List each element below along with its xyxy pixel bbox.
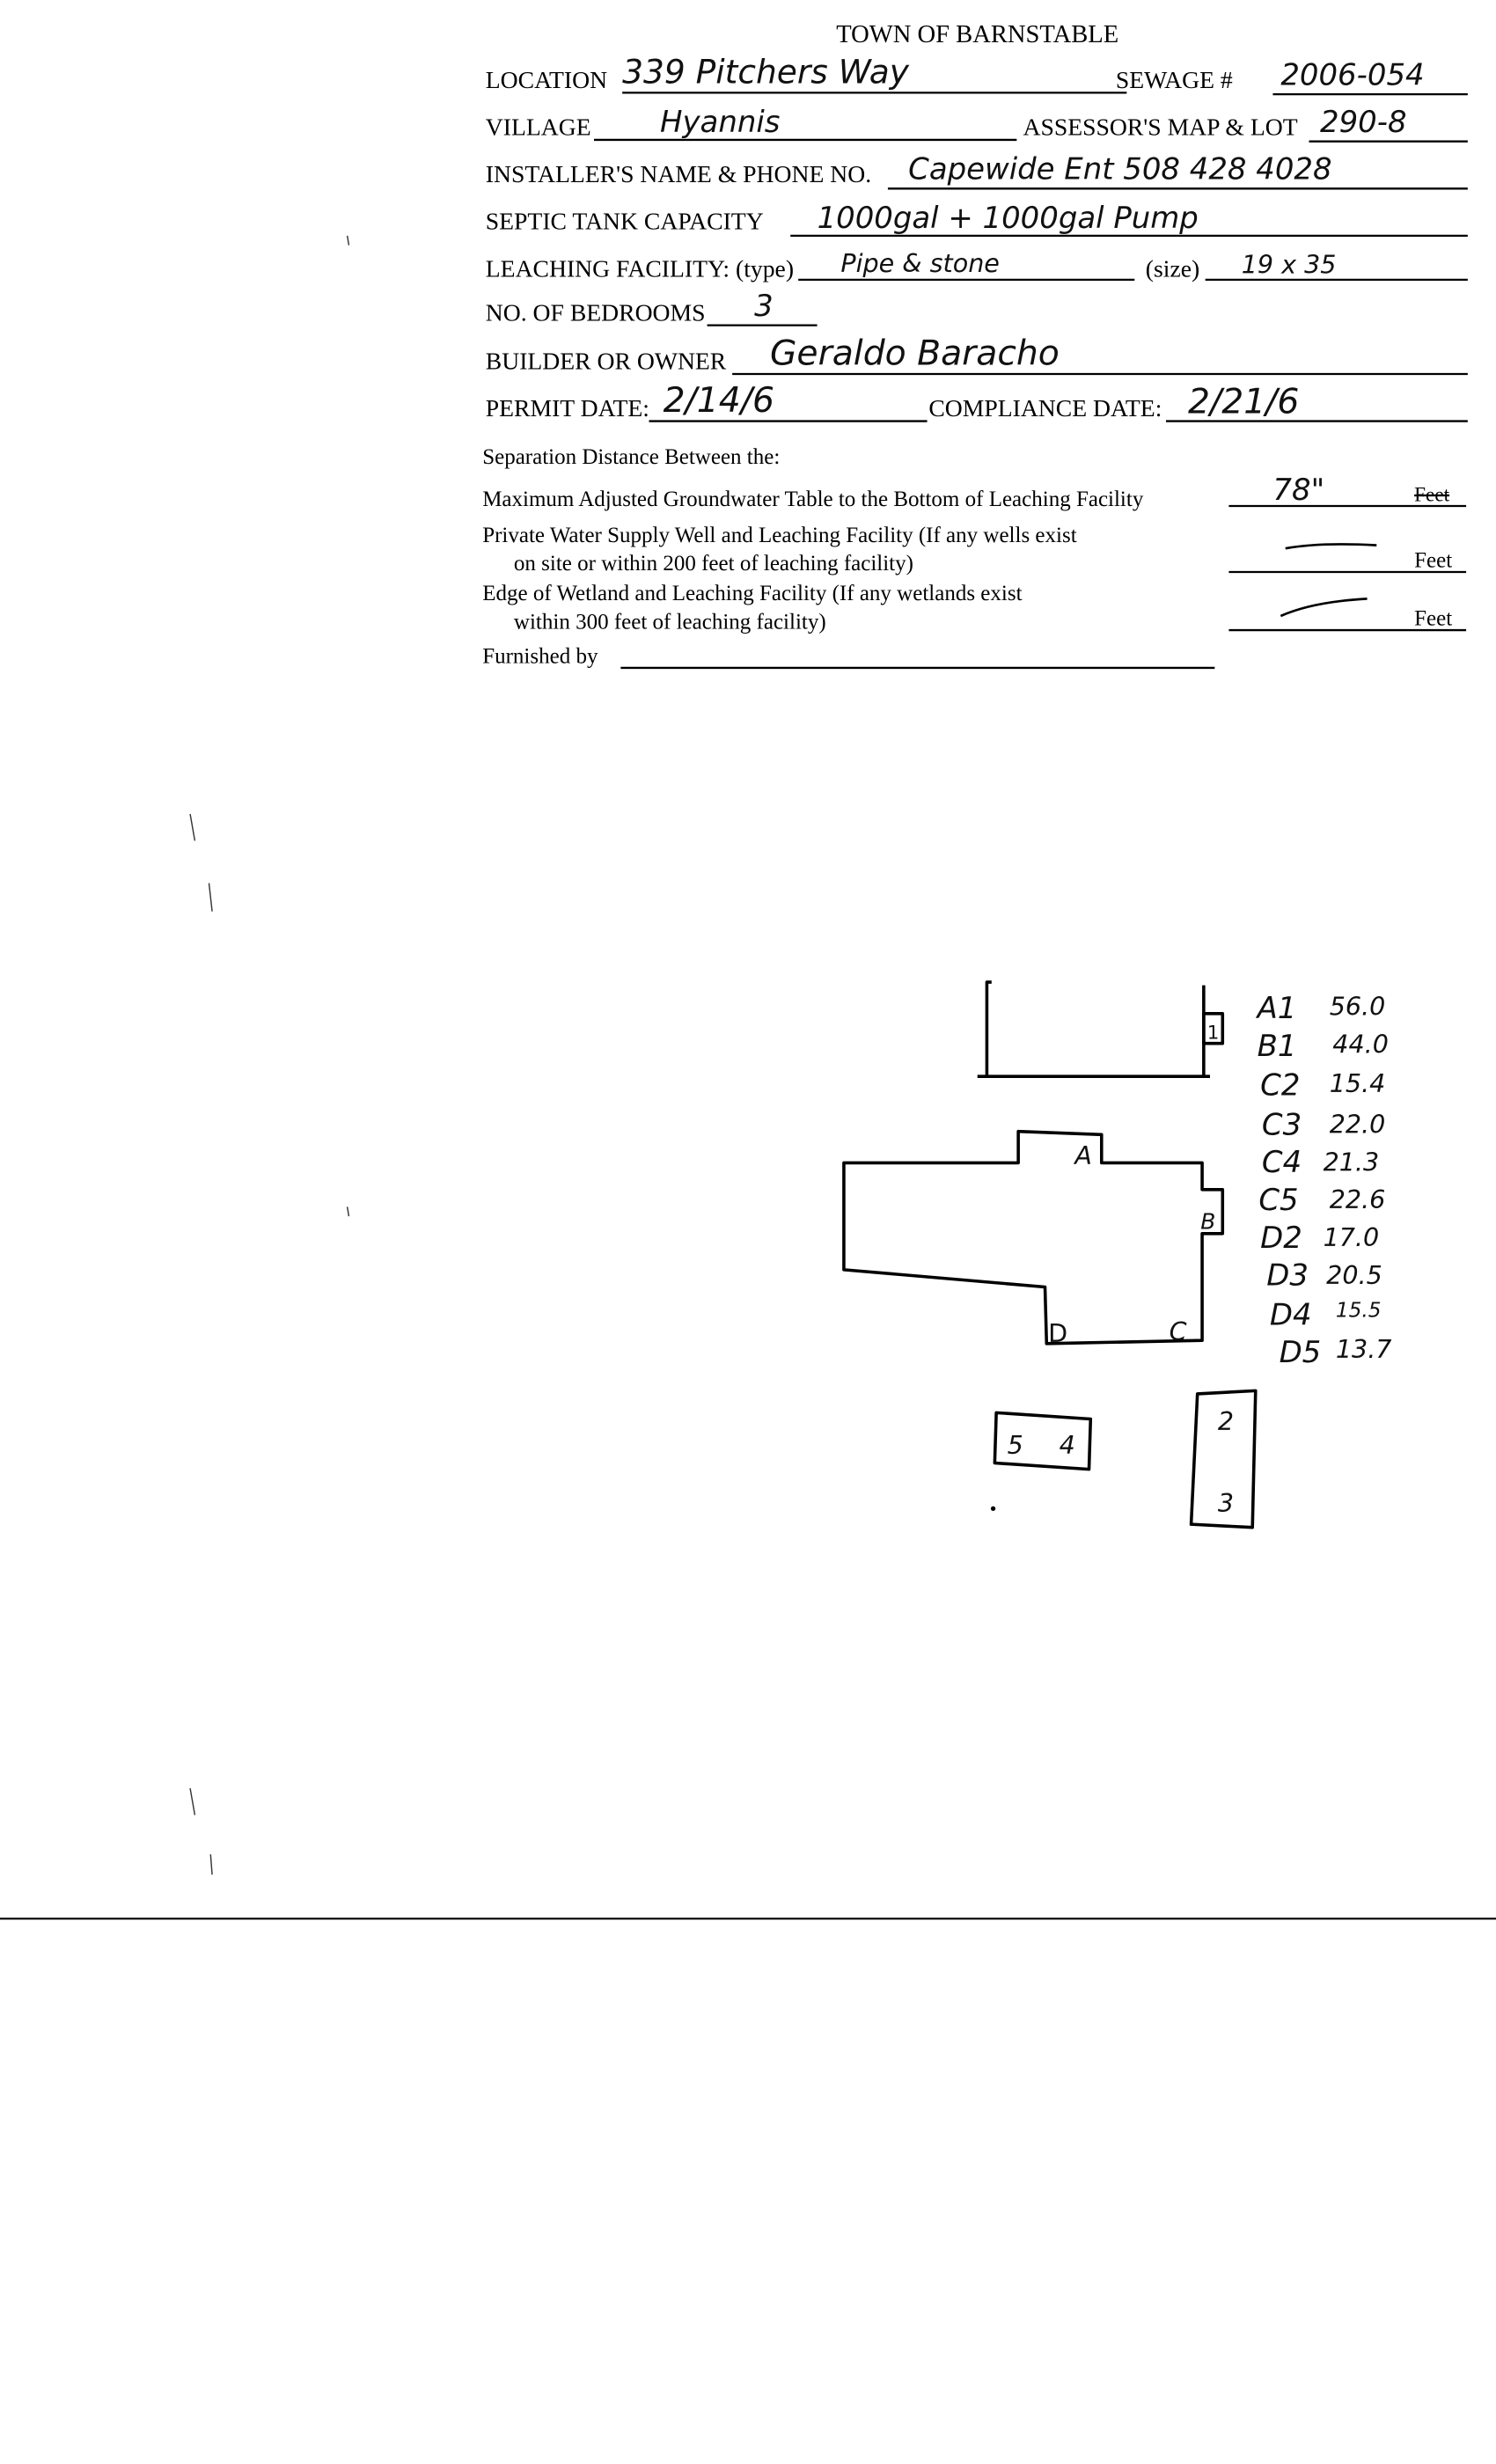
corner-label-d: D <box>1048 1318 1067 1348</box>
measurement-ref: A1 <box>1256 991 1297 1025</box>
measurement-value: 15.4 <box>1330 1068 1386 1098</box>
permit-date-value[interactable]: 2/14/6 <box>664 381 774 421</box>
measurement-value: 56.0 <box>1330 992 1386 1022</box>
measurement-value: 22.6 <box>1330 1184 1386 1214</box>
site-plan-sketch: 1 A B C D 5 4 2 3 <box>842 980 1258 1529</box>
village-label: VILLAGE <box>486 114 591 141</box>
form-title: TOWN OF BARNSTABLE <box>836 21 1118 48</box>
map-lot-value[interactable]: 290-8 <box>1320 105 1407 139</box>
wetland-value-dash <box>1280 598 1368 618</box>
measurement-value: 22.0 <box>1330 1110 1386 1140</box>
measurement-ref: D4 <box>1270 1297 1312 1331</box>
measurement-value: 13.7 <box>1336 1334 1392 1364</box>
measurement-ref: D3 <box>1266 1258 1309 1293</box>
compliance-date-label: COMPLIANCE DATE: <box>928 394 1162 422</box>
leaching-size-label: (size) <box>1146 254 1199 282</box>
measurement-ref: B1 <box>1258 1029 1297 1063</box>
leaching-field-outline <box>977 980 1210 1078</box>
structure-2-3-box <box>1189 1389 1258 1529</box>
structure-3-label: 3 <box>1218 1488 1234 1518</box>
leaching-type-label: LEACHING FACILITY: (type) <box>486 254 794 282</box>
measurement-ref: D5 <box>1280 1335 1322 1369</box>
location-value[interactable]: 339 Pitchers Way <box>622 53 910 92</box>
scan-artifacts <box>189 235 350 1875</box>
village-value[interactable]: Hyannis <box>660 105 780 139</box>
measurement-value: 20.5 <box>1326 1260 1382 1290</box>
septic-label: SEPTIC TANK CAPACITY <box>486 208 764 235</box>
location-label: LOCATION <box>486 66 607 93</box>
permit-date-label: PERMIT DATE: <box>486 394 649 422</box>
corner-label-c: C <box>1170 1316 1187 1346</box>
wetland-unit: Feet <box>1414 607 1452 631</box>
leaching-size-value[interactable]: 19 x 35 <box>1242 250 1337 280</box>
groundwater-value[interactable]: 78" <box>1272 473 1324 507</box>
well-value-dash <box>1285 543 1377 550</box>
measurement-ref: C5 <box>1258 1183 1298 1217</box>
installer-label: INSTALLER'S NAME & PHONE NO. <box>486 160 871 187</box>
house-outline <box>842 1129 1225 1346</box>
corner-label-a: A <box>1073 1140 1092 1170</box>
septic-value[interactable]: 1000gal + 1000gal Pump <box>818 201 1199 235</box>
structure-5-label: 5 <box>1008 1430 1023 1460</box>
furnished-label: Furnished by <box>482 645 598 669</box>
sewage-value[interactable]: 2006-054 <box>1280 57 1424 92</box>
measurements-list: A1 56.0 B1 44.0 C2 15.4 C3 22.0 C4 21.3 … <box>1256 991 1392 1369</box>
bedrooms-label: NO. OF BEDROOMS <box>486 298 706 326</box>
well-label-1: Private Water Supply Well and Leaching F… <box>482 524 1076 547</box>
measurement-ref: D2 <box>1260 1221 1302 1255</box>
measurement-value: 21.3 <box>1324 1147 1380 1177</box>
dot-mark <box>990 1506 996 1511</box>
structure-1-label: 1 <box>1207 1022 1220 1044</box>
measurement-ref: C2 <box>1260 1068 1300 1103</box>
structure-1-box <box>1202 1012 1225 1045</box>
structure-4-5-box <box>993 1411 1093 1471</box>
measurement-value: 44.0 <box>1332 1029 1389 1059</box>
bedrooms-value[interactable]: 3 <box>754 289 774 323</box>
well-unit: Feet <box>1414 549 1452 573</box>
measurement-ref: C3 <box>1262 1107 1302 1141</box>
leaching-type-value[interactable]: Pipe & stone <box>840 248 1000 278</box>
corner-label-b: B <box>1200 1208 1215 1234</box>
wetland-label-2: within 300 feet of leaching facility) <box>514 610 826 634</box>
owner-label: BUILDER OR OWNER <box>486 348 727 375</box>
owner-value[interactable]: Geraldo Baracho <box>770 334 1060 373</box>
measurement-ref: C4 <box>1262 1145 1302 1179</box>
groundwater-unit: Feet <box>1414 484 1450 507</box>
structure-2-label: 2 <box>1218 1406 1234 1436</box>
groundwater-label: Maximum Adjusted Groundwater Table to th… <box>482 488 1144 511</box>
compliance-date-value[interactable]: 2/21/6 <box>1188 383 1299 422</box>
separation-heading: Separation Distance Between the: <box>482 445 780 469</box>
wetland-label-1: Edge of Wetland and Leaching Facility (I… <box>482 582 1022 605</box>
map-lot-label: ASSESSOR'S MAP & LOT <box>1023 114 1298 141</box>
sewage-label: SEWAGE # <box>1116 66 1233 93</box>
installer-value[interactable]: Capewide Ent 508 428 4028 <box>908 152 1331 187</box>
structure-4-label: 4 <box>1060 1430 1075 1460</box>
measurement-value: 15.5 <box>1336 1298 1382 1322</box>
measurement-value: 17.0 <box>1324 1222 1380 1252</box>
well-label-2: on site or within 200 feet of leaching f… <box>514 552 913 576</box>
